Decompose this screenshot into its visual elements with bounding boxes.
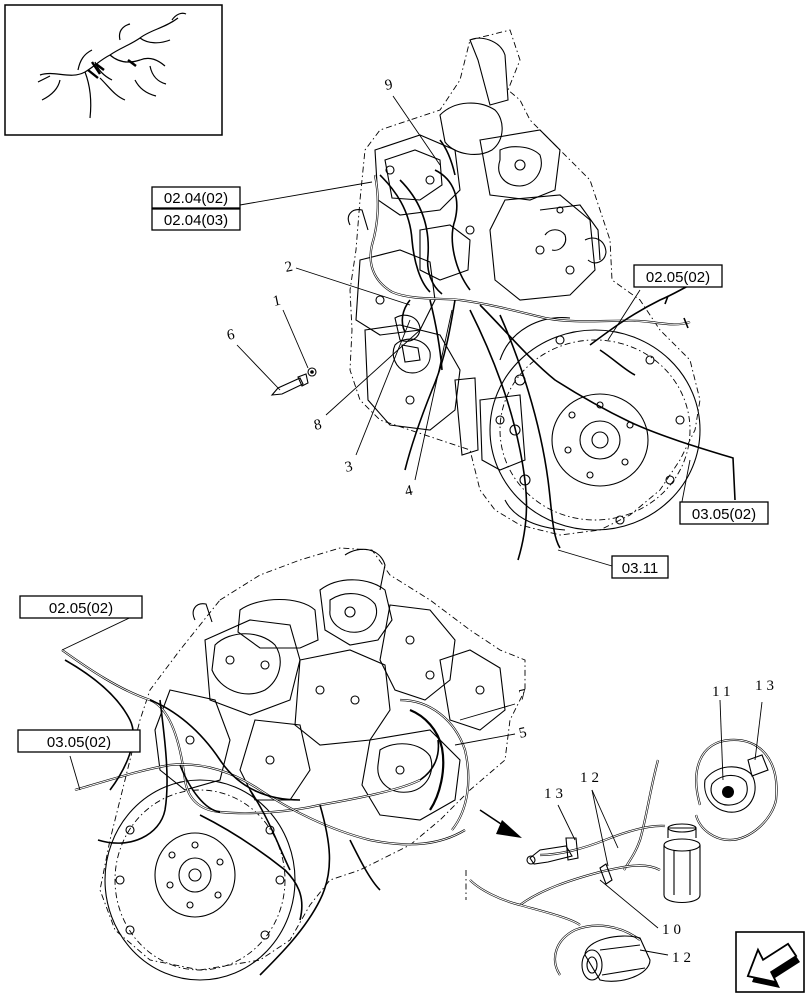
ref-box-right[interactable]: 03.05(02)	[679, 501, 769, 525]
ref-left-bottom-text: 03.05(02)	[47, 734, 111, 751]
top-fitting-parts	[270, 314, 421, 396]
starter-motor	[581, 935, 651, 982]
callout-5: 5	[518, 725, 529, 742]
lower-engine-assembly	[61, 547, 526, 981]
filter-canister	[663, 823, 701, 904]
wiring-harness-overview-icon	[37, 12, 187, 119]
ref-top-right-text: 02.05(02)	[646, 269, 710, 286]
callout-numbers: 9 2 1 6 8 3 4 7 5 11 13 12 13 10 12	[226, 77, 778, 966]
callout-7: 7	[518, 687, 529, 704]
callout-9: 9	[384, 77, 395, 94]
callout-1: 1	[272, 293, 283, 310]
starter-solenoid	[704, 754, 769, 813]
arrow-down-left-icon	[746, 942, 800, 988]
ref-bottom-text: 03.11	[622, 560, 658, 577]
callout-12-top: 12	[580, 770, 603, 786]
ref-right-text: 03.05(02)	[692, 506, 756, 523]
callout-3: 3	[344, 459, 355, 476]
arrow-right-icon	[479, 809, 522, 838]
callout-2: 2	[284, 259, 295, 276]
callout-8: 8	[313, 417, 324, 434]
ref-left-top-text: 02.05(02)	[49, 600, 113, 617]
ref-box-top-b[interactable]: 02.04(03)	[151, 208, 241, 231]
lower-wiring-harness	[61, 649, 470, 976]
callout-12-bottom: 12	[672, 950, 695, 966]
flywheel	[489, 317, 701, 531]
battery-cable-detail	[465, 738, 778, 982]
lower-flywheel	[104, 779, 296, 981]
callout-4: 4	[404, 483, 415, 500]
upper-engine-assembly	[270, 29, 736, 561]
callout-6: 6	[226, 327, 237, 344]
ref-box-bottom[interactable]: 03.11	[611, 555, 669, 579]
thumbnail-overview	[4, 4, 223, 136]
ref-box-top-right[interactable]: 02.05(02)	[633, 264, 723, 288]
ref-box-top-a[interactable]: 02.04(02)	[151, 186, 241, 209]
ref-box-left-top[interactable]: 02.05(02)	[19, 595, 143, 619]
callout-11: 11	[712, 684, 734, 700]
callout-13-top: 13	[755, 678, 778, 694]
ref-box-left-bottom[interactable]: 03.05(02)	[17, 729, 141, 753]
connector-plug	[526, 837, 579, 865]
fastener-heads	[375, 159, 575, 425]
reference-boxes: 02.04(02) 02.04(03) 02.05(02) 03.05(02) …	[17, 186, 769, 753]
ref-top-b-text: 02.04(03)	[164, 212, 228, 229]
upper-wiring-harness	[369, 139, 736, 561]
callout-13-left: 13	[544, 786, 567, 802]
callout-10: 10	[662, 922, 685, 938]
ref-top-a-text: 02.04(02)	[164, 190, 228, 207]
corner-nav-button[interactable]	[735, 931, 805, 993]
